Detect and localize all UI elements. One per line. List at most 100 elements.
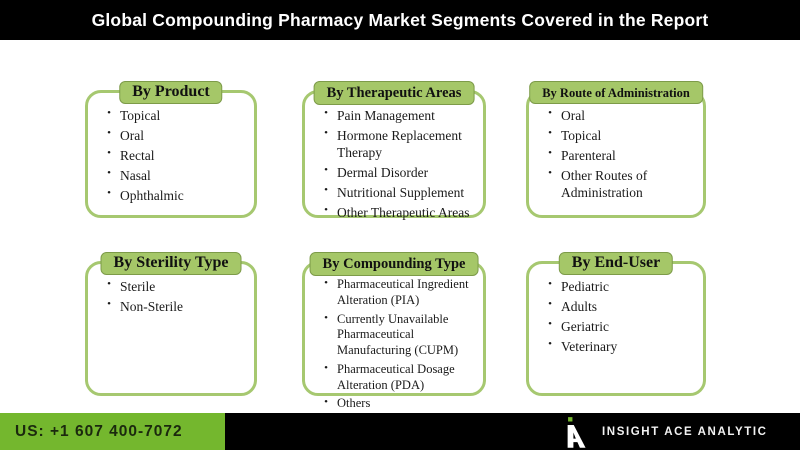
list-item: • Pediatric: [539, 278, 699, 295]
list-item: • Other Therapeutic Areas: [315, 204, 479, 221]
list-item-text: Parenteral: [561, 148, 616, 163]
bullet-icon: •: [324, 184, 328, 196]
list-item: • Topical: [98, 107, 250, 124]
list-item: • Ophthalmic: [98, 187, 250, 204]
bullet-icon: •: [107, 278, 111, 290]
bullet-icon: •: [107, 147, 111, 159]
list-item-text: Currently Unavailable Pharmaceutical Man…: [337, 311, 459, 358]
list-item: • Other Routes of Administration: [539, 167, 699, 201]
list-item-text: Geriatric: [561, 319, 609, 334]
list-item-text: Pain Management: [337, 108, 435, 123]
bullet-icon: •: [324, 311, 328, 324]
segment-title: By Product: [132, 83, 210, 100]
list-item-text: Other Therapeutic Areas: [337, 205, 470, 220]
segment-title: By Compounding Type: [322, 256, 466, 272]
list-item: • Dermal Disorder: [315, 164, 479, 181]
bullet-icon: •: [107, 298, 111, 310]
segment-tab: By Sterility Type: [100, 252, 242, 276]
list-item-text: Veterinary: [561, 339, 618, 354]
segment-box-compounding-type: By Compounding Type • Pharmaceutical Ingr…: [302, 252, 486, 410]
bullet-icon: •: [107, 107, 111, 119]
segment-box-route-of-administration: By Route of Administration •Oral•Topical…: [526, 81, 706, 218]
list-item-text: Dermal Disorder: [337, 165, 429, 180]
segment-tab: By End-User: [558, 252, 674, 276]
bullet-icon: •: [324, 361, 328, 374]
bullet-icon: •: [107, 187, 111, 199]
bullet-icon: •: [548, 298, 552, 310]
bullet-icon: •: [324, 107, 328, 119]
list-item: • Oral: [539, 107, 699, 124]
segment-title: By Route of Administration: [542, 86, 690, 100]
bullet-icon: •: [548, 278, 552, 290]
list-item: • Veterinary: [539, 338, 699, 355]
segment-tab: By Route of Administration: [529, 81, 703, 105]
bullet-icon: •: [324, 277, 328, 289]
list-item-text: Adults: [561, 299, 598, 314]
segment-box-end-user: By End-User •Pediatric•Adults•Geriatric•…: [526, 252, 706, 396]
list-item: • Oral: [98, 127, 250, 144]
bullet-icon: •: [107, 167, 111, 179]
bullet-icon: •: [548, 147, 552, 159]
segment-tab: By Compounding Type: [309, 252, 479, 276]
list-item: • Parenteral: [539, 147, 699, 164]
list-item-text: Ophthalmic: [120, 188, 184, 203]
brand-logo-icon: [567, 416, 586, 448]
list-item: • Non-Sterile: [98, 298, 250, 315]
list-item: • Rectal: [98, 147, 250, 164]
list-item-text: Pharmaceutical Dosage Alteration (PDA): [337, 361, 455, 392]
list-item-text: Topical: [561, 128, 602, 143]
header-bar: Global Compounding Pharmacy Market Segme…: [0, 0, 800, 40]
bullet-icon: •: [324, 204, 328, 216]
bullet-icon: •: [324, 127, 328, 139]
list-item: •Topical: [539, 127, 699, 144]
bullet-icon: •: [324, 164, 328, 176]
segment-box-sterility-type: By Sterility Type • Sterile • Non-Sterile: [85, 252, 257, 396]
segment-list: • Pharmaceutical Ingredient Alteration (P…: [305, 264, 483, 412]
list-item: • Pharmaceutical Dosage Alteration (PDA): [315, 362, 479, 394]
page-title: Global Compounding Pharmacy Market Segme…: [91, 9, 709, 30]
segment-title: By Sterility Type: [113, 254, 229, 271]
list-item-text: Pediatric: [561, 279, 609, 294]
segment-list: • Oral •Topical • Parenteral • Other Routes of…: [529, 93, 703, 201]
bullet-icon: •: [548, 338, 552, 350]
bullet-icon: •: [548, 318, 552, 330]
footer-phone-bar: US: +1 607 400-7072: [0, 413, 225, 450]
list-item: • Geriatric: [539, 318, 699, 335]
footer: US: +1 607 400-7072 INSIGHT ACE ANALYTIC: [0, 413, 800, 450]
list-item: • Pain Management: [315, 107, 479, 124]
segment-list: • Topical • Oral • Rectal • Nasal • Ophthalmic: [88, 93, 254, 204]
segment-box-therapeutic-areas: By Therapeutic Areas • Pain Management • Ho…: [302, 81, 486, 221]
list-item: • Others: [315, 396, 479, 412]
segment-list: • Pain Management • Hormone Replacement The…: [305, 93, 483, 221]
list-item: • Currently Unavailable Pharmaceutical Ma…: [315, 312, 479, 359]
list-item-text: Other Routes of Administration: [561, 168, 648, 200]
list-item-text: Topical: [120, 108, 161, 123]
bullet-icon: •: [107, 127, 111, 139]
list-item: • Sterile: [98, 278, 250, 295]
bullet-icon: •: [324, 396, 328, 409]
segment-tab: By Product: [119, 81, 223, 105]
footer-brand-bar: INSIGHT ACE ANALYTIC: [225, 413, 800, 450]
list-item-text: Oral: [120, 128, 144, 143]
phone-label: US: +1 607 400-7072: [15, 422, 183, 440]
segment-box-product: By Product • Topical • Oral • Rectal • Nasal • Op…: [85, 81, 257, 218]
list-item-text: Hormone Replacement Therapy: [337, 128, 462, 160]
segment-tab: By Therapeutic Areas: [313, 81, 475, 105]
list-item: • Nutritional Supplement: [315, 184, 479, 201]
list-item: • Hormone Replacement Therapy: [315, 127, 479, 161]
list-item: • Pharmaceutical Ingredient Alteration (P…: [315, 277, 479, 309]
list-item-text: Nutritional Supplement: [337, 185, 465, 200]
list-item-text: Rectal: [120, 148, 155, 163]
list-item-text: Others: [337, 396, 371, 411]
bullet-icon: •: [548, 107, 552, 119]
list-item-text: Sterile: [120, 279, 156, 294]
list-item: • Adults: [539, 298, 699, 315]
segment-title: By Therapeutic Areas: [326, 85, 462, 101]
brand-name: INSIGHT ACE ANALYTIC: [602, 425, 768, 438]
list-item-text: Pharmaceutical Ingredient Alteration (PI…: [337, 277, 469, 307]
list-item-text: Non-Sterile: [120, 299, 183, 314]
bullet-icon: •: [548, 167, 552, 179]
list-item-text: Oral: [561, 108, 585, 123]
segment-list: • Sterile • Non-Sterile: [88, 264, 254, 315]
list-item-text: Nasal: [120, 168, 151, 183]
